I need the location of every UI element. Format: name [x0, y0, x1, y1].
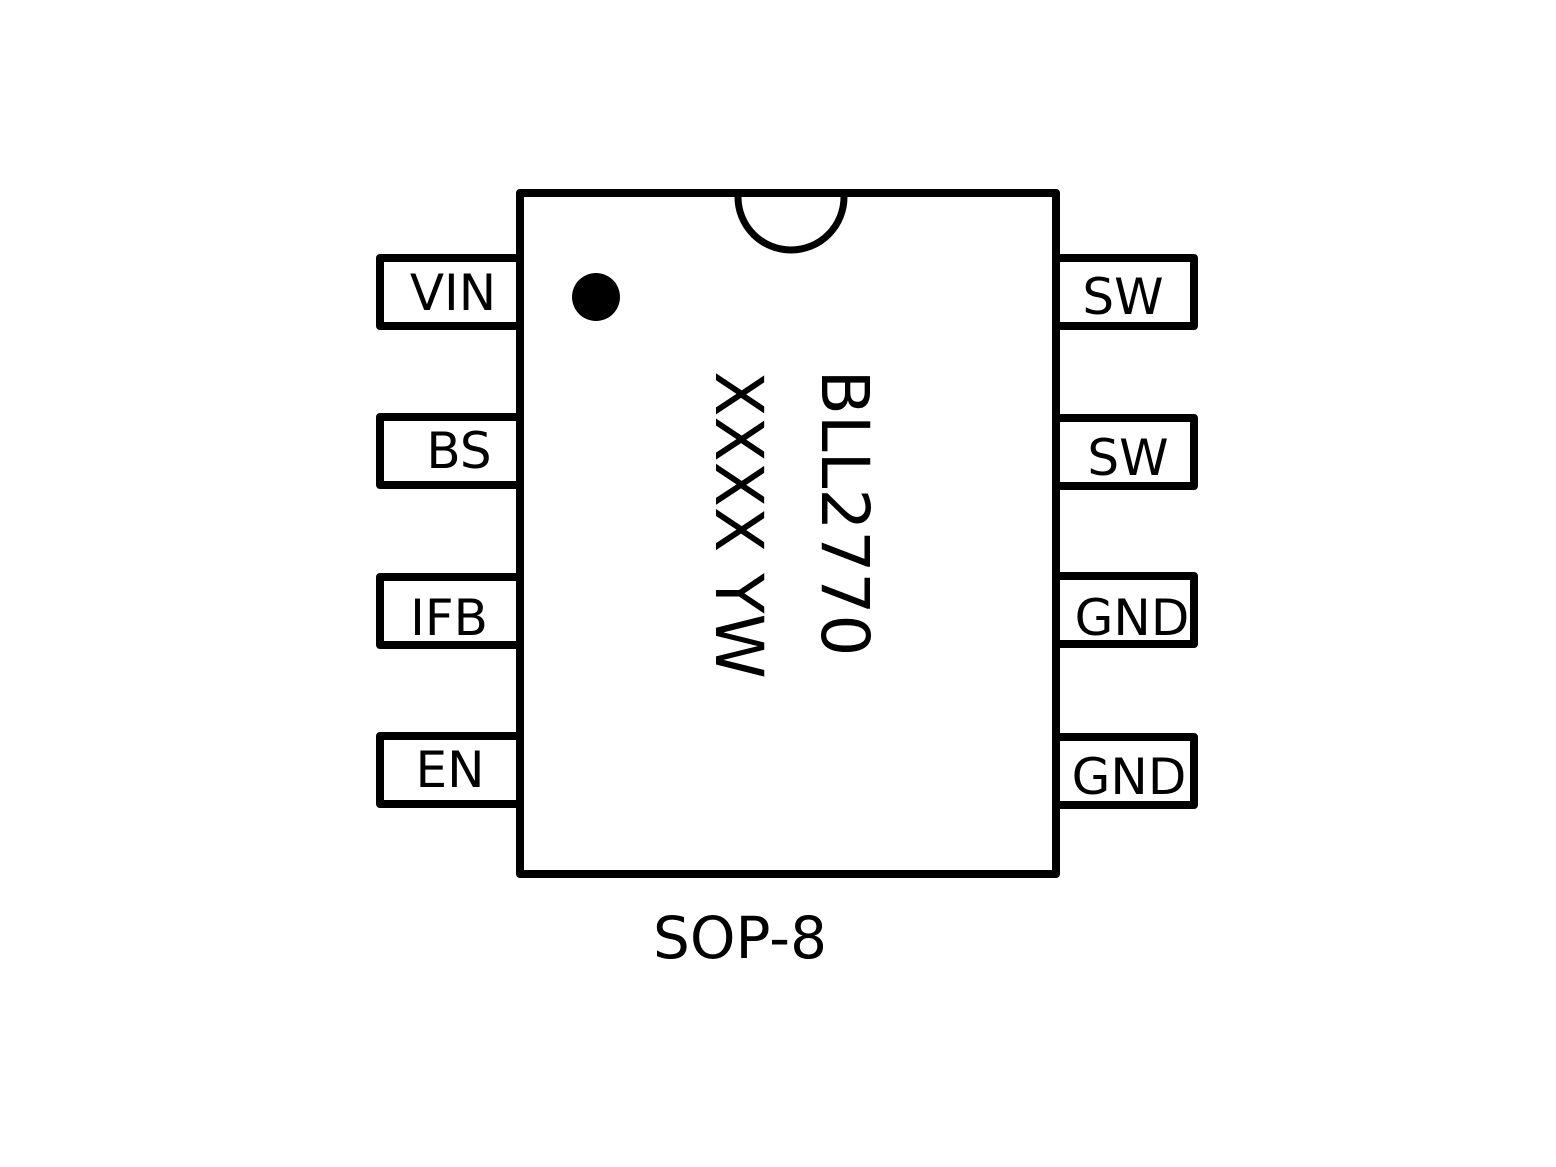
pin-4-label: EN: [416, 741, 485, 799]
pin-4: EN: [376, 732, 526, 808]
left-pins: VIN BS IFB EN: [376, 254, 526, 808]
pin-8-label: SW: [1082, 268, 1163, 326]
pin-1-lead: [376, 254, 526, 330]
pin-2-lead: [376, 413, 526, 489]
pin-8: SW: [1048, 254, 1198, 330]
right-pins: SW SW GND GND: [1048, 254, 1198, 809]
pin-3-label: IFB: [410, 589, 488, 647]
part-number-marking: BLL2770: [806, 370, 883, 657]
pin-3-lead: [376, 573, 526, 649]
pin-1-label: VIN: [410, 264, 496, 322]
pin-6: GND: [1048, 572, 1198, 648]
pin-2-label: BS: [426, 422, 491, 480]
pin-7-label: SW: [1087, 429, 1168, 487]
package-label: SOP-8: [653, 904, 827, 972]
pin-5-label: GND: [1072, 748, 1187, 806]
date-code-marking: XXXX YW: [700, 371, 777, 678]
pin-3: IFB: [376, 573, 526, 649]
pin-6-lead: [1048, 572, 1198, 648]
pin-2: BS: [376, 413, 526, 489]
pin-6-label: GND: [1075, 589, 1190, 647]
pin-5: GND: [1048, 733, 1198, 809]
pin-7: SW: [1048, 414, 1198, 490]
pin-1-dot-icon: [572, 273, 620, 321]
pin-1: VIN: [376, 254, 526, 330]
pin-8-lead: [1048, 254, 1198, 330]
orientation-notch: [734, 196, 848, 254]
